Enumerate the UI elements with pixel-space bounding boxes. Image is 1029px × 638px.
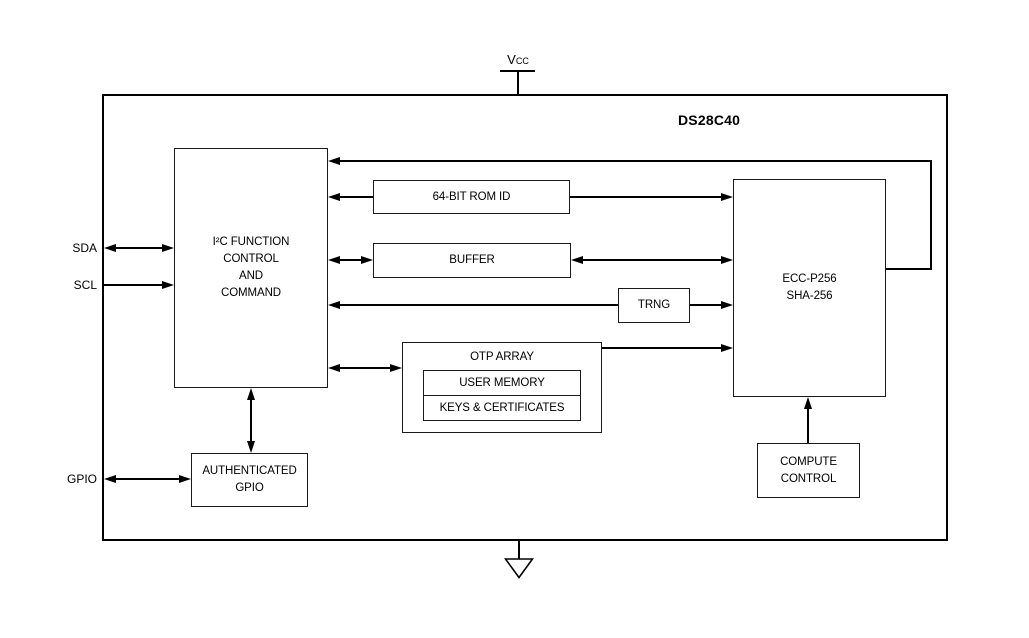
connector-otp-i2c-arrowhead-left — [328, 363, 340, 372]
block-keys-certificates: KEYS & CERTIFICATES — [423, 395, 581, 421]
connector-buffer-ecc-arrowhead-left — [571, 255, 583, 264]
connector-trng-to-i2c-line — [340, 304, 618, 306]
connector-authgpio-i2c-arrowhead-up — [246, 388, 255, 400]
connector-rom-to-i2c-arrowhead — [328, 192, 340, 201]
connector-scl-line — [104, 284, 162, 286]
connector-scl-arrowhead — [162, 280, 174, 289]
connector-ecc-feedback-stub — [886, 268, 932, 270]
connector-gpio-arrowhead-right — [179, 474, 191, 483]
connector-buffer-i2c-arrowhead-left — [328, 255, 340, 264]
connector-buffer-i2c-arrowhead-right — [361, 255, 373, 264]
block-buffer: BUFFER — [373, 243, 571, 278]
block-compute-control: COMPUTE CONTROL — [757, 443, 860, 498]
connector-buffer-ecc-line — [583, 259, 721, 261]
block-user-memory: USER MEMORY — [423, 370, 581, 397]
vcc-stem-line — [517, 71, 519, 94]
block-i2c-function-control: I²C FUNCTION CONTROL AND COMMAND — [174, 148, 328, 388]
connector-buffer-i2c-line — [340, 259, 361, 261]
connector-otp-to-ecc-line — [602, 347, 721, 349]
block-ecc-sha: ECC-P256 SHA-256 — [733, 179, 886, 397]
connector-buffer-ecc-arrowhead-right — [721, 255, 733, 264]
connector-trng-to-ecc-line — [690, 304, 721, 306]
connector-trng-to-i2c-arrowhead — [328, 300, 340, 309]
connector-compute-to-ecc-line — [807, 409, 809, 443]
connector-gpio-line — [116, 478, 179, 480]
otp-array-title: OTP ARRAY — [470, 351, 534, 363]
block-rom-id: 64-BIT ROM ID — [373, 180, 570, 214]
connector-compute-to-ecc-arrowhead — [803, 397, 812, 409]
connector-otp-i2c-line — [340, 367, 390, 369]
connector-rom-to-ecc-arrowhead — [721, 192, 733, 201]
pin-label-sda: SDA — [72, 241, 97, 255]
connector-rom-to-i2c-line — [340, 196, 373, 198]
connector-sda-line — [116, 247, 162, 249]
connector-authgpio-i2c-line — [250, 400, 252, 441]
connector-rom-to-ecc-line — [570, 196, 721, 198]
connector-otp-i2c-arrowhead-right — [390, 363, 402, 372]
connector-ecc-to-i2c-arrowhead — [328, 156, 340, 165]
ground-symbol-icon — [504, 558, 534, 579]
connector-sda-arrowhead-left — [104, 243, 116, 252]
connector-authgpio-i2c-arrowhead-down — [246, 441, 255, 453]
block-otp-array: OTP ARRAY USER MEMORY KEYS & CERTIFICATE… — [402, 342, 602, 433]
block-authenticated-gpio: AUTHENTICATED GPIO — [191, 453, 308, 507]
ground-stem-line — [518, 541, 520, 560]
block-trng: TRNG — [618, 288, 690, 323]
connector-gpio-arrowhead-left — [104, 474, 116, 483]
connector-otp-to-ecc-arrowhead — [721, 343, 733, 352]
pin-label-gpio: GPIO — [66, 472, 97, 486]
connector-ecc-feedback-vertical — [930, 160, 932, 270]
connector-sda-arrowhead-right — [162, 243, 174, 252]
connector-ecc-to-i2c-line — [340, 160, 932, 162]
chip-name: DS28C40 — [678, 112, 741, 128]
connector-trng-to-ecc-arrowhead — [721, 300, 733, 309]
vcc-label: VCC — [507, 52, 529, 67]
pin-label-scl: SCL — [73, 278, 97, 292]
